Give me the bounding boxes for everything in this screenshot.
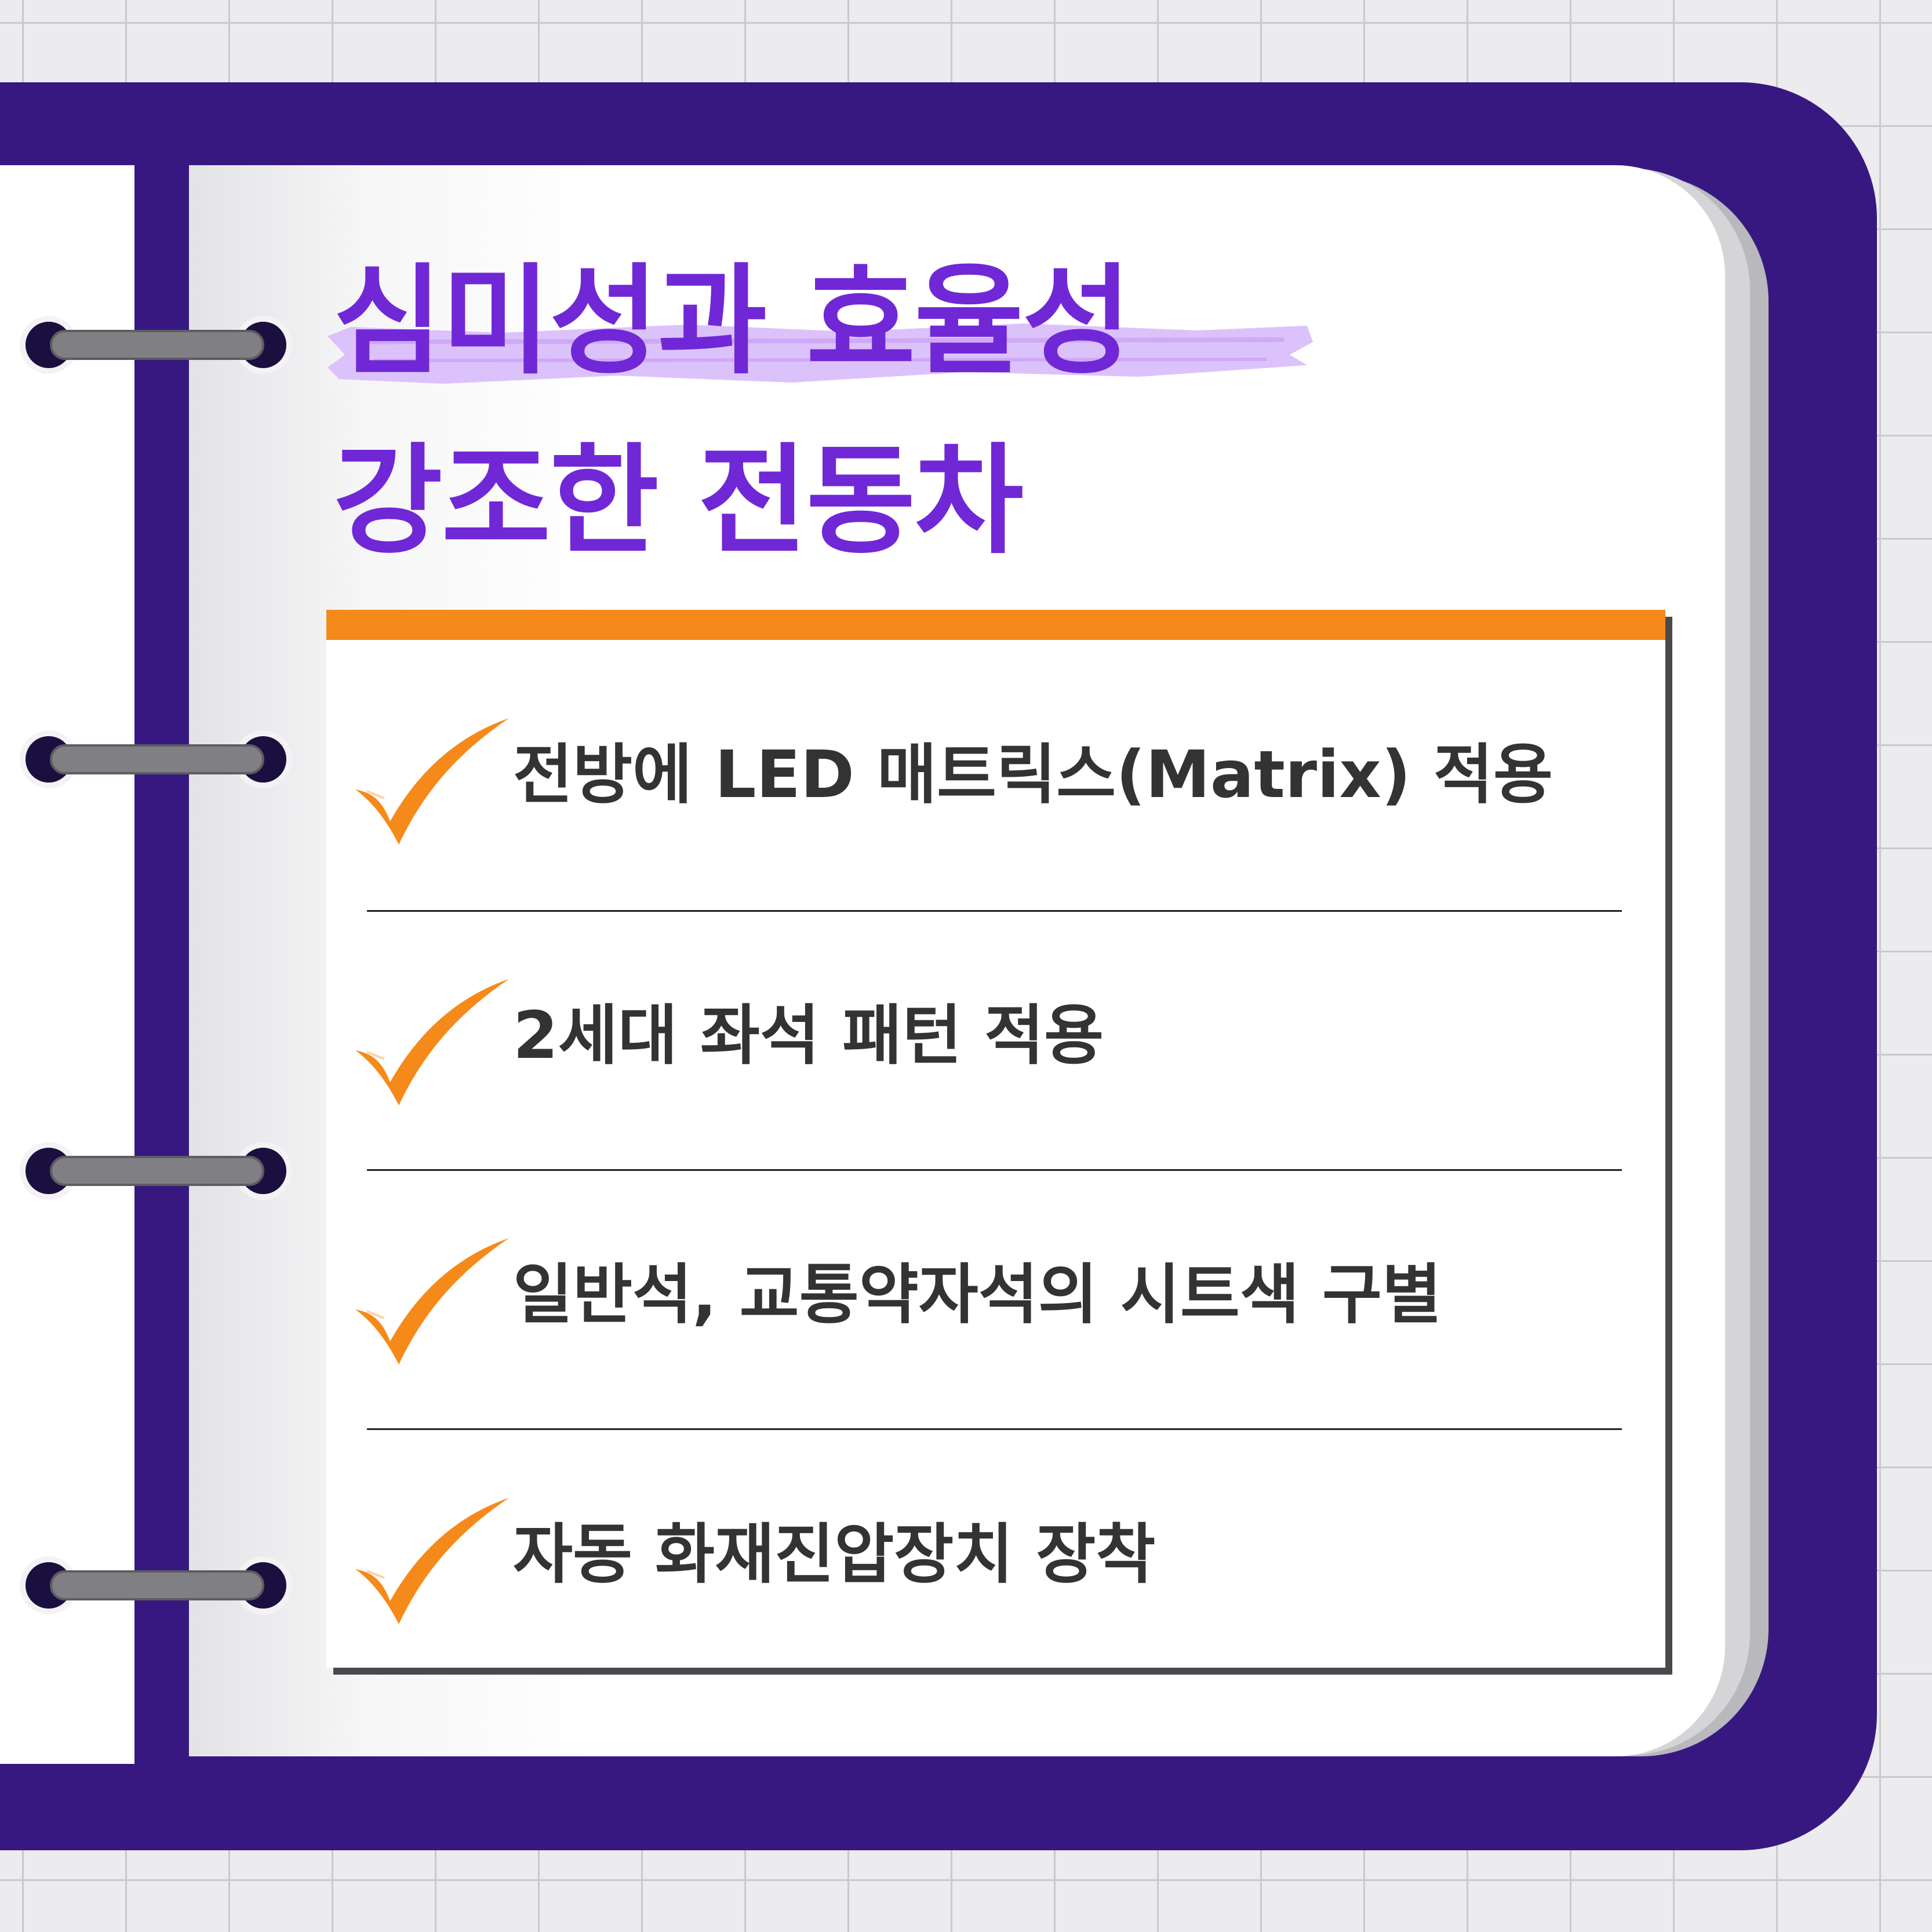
check-mark-icon [355, 1238, 509, 1365]
page-title: 심미성과 효율성 강조한 전동차 [328, 232, 1377, 591]
ring-bar [50, 1570, 264, 1600]
ring-bar [50, 1156, 264, 1186]
left-page [0, 165, 134, 1764]
divider [367, 910, 1622, 912]
title-line-1: 심미성과 효율성 [328, 232, 1377, 412]
binder-ring-icon [20, 730, 292, 788]
checklist-item: 자동 화재진압장치 장착 [326, 1491, 1665, 1624]
checklist-item-label: 자동 화재진압장치 장착 [513, 1517, 1156, 1592]
checklist-item-label: 전방에 LED 매트릭스(Matrix) 적용 [513, 737, 1553, 813]
checklist-item-label: 일반석, 교통약자석의 시트색 구별 [513, 1257, 1442, 1333]
divider [367, 1169, 1622, 1171]
title-line-2-text: 강조한 전동차 [333, 432, 1024, 570]
checklist-card: 전방에 LED 매트릭스(Matrix) 적용 2세대 좌석 패턴 적용 일반석… [326, 610, 1665, 1668]
ring-bar [50, 744, 264, 774]
ring-hole-left [20, 1142, 78, 1200]
check-mark-icon [355, 718, 509, 845]
binder-ring-icon [20, 316, 292, 374]
divider [367, 1428, 1622, 1430]
check-mark-icon [355, 1498, 509, 1624]
binder-ring-icon [20, 1142, 292, 1200]
ring-bar [50, 330, 264, 360]
checklist-item-label: 2세대 좌석 패턴 적용 [513, 998, 1104, 1074]
checklist-item: 전방에 LED 매트릭스(Matrix) 적용 [326, 711, 1665, 845]
checklist-item: 2세대 좌석 패턴 적용 [326, 972, 1665, 1105]
check-mark-icon [355, 979, 509, 1105]
checklist-item: 일반석, 교통약자석의 시트색 구별 [326, 1231, 1665, 1365]
card-accent-bar [326, 610, 1665, 640]
binder-ring-icon [20, 1556, 292, 1614]
ring-hole-left [20, 1556, 78, 1614]
title-line-1-text: 심미성과 효율성 [333, 253, 1132, 391]
title-line-2: 강조한 전동차 [333, 412, 1377, 591]
